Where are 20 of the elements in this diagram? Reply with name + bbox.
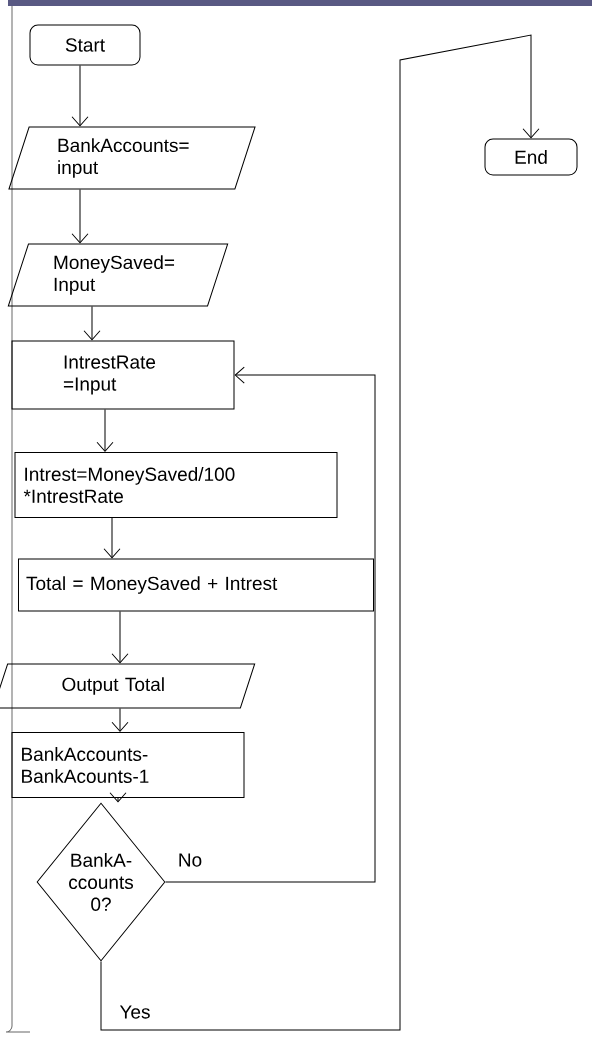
arrow <box>165 366 376 883</box>
input-box: BankAccounts= input <box>8 126 256 190</box>
arrow <box>71 189 89 244</box>
input-box: MoneySaved= Input <box>7 243 229 307</box>
terminal-box: Start <box>29 24 141 66</box>
arrow <box>111 611 129 664</box>
arrow <box>103 517 121 559</box>
arrow <box>111 708 129 732</box>
process-box: Total = MoneySaved + Intrest <box>18 558 374 612</box>
process-box: IntrestRate =Input <box>11 340 235 410</box>
process-box: BankAccounts- BankAcounts-1 <box>11 732 245 798</box>
arrow <box>83 306 101 341</box>
edge-label: No <box>176 852 204 868</box>
output-box: Output Total <box>0 663 256 709</box>
process-box: Intrest=MoneySaved/100 *IntrestRate <box>14 452 338 518</box>
arrow <box>100 34 540 1031</box>
arrow <box>71 65 89 127</box>
terminal-box: End <box>484 138 578 176</box>
arrow <box>96 409 114 452</box>
edge-label: Yes <box>118 1004 152 1020</box>
